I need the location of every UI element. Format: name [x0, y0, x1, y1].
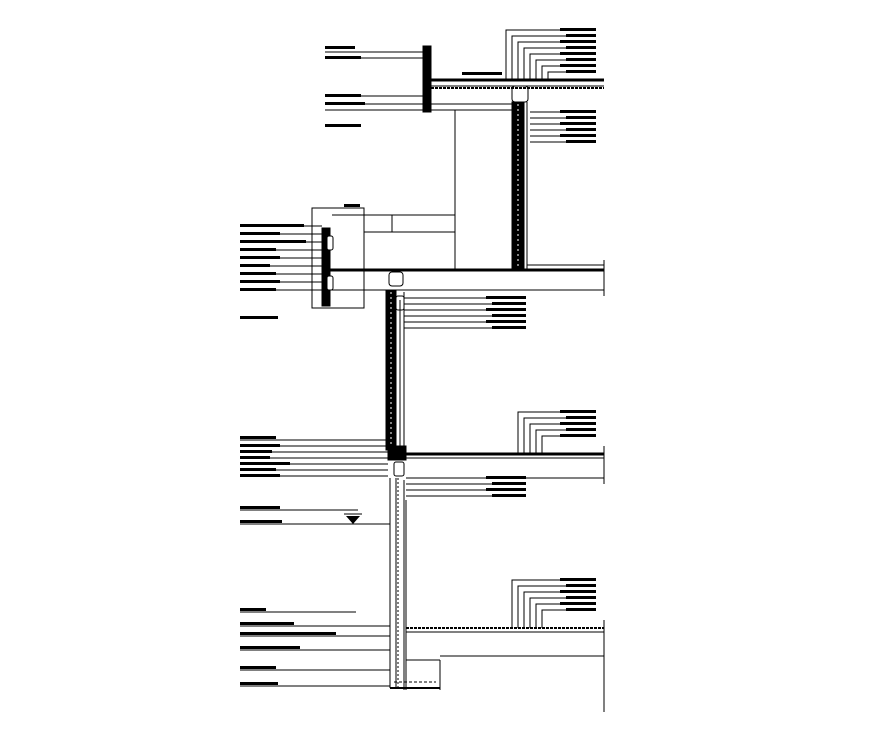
middle-wall [385, 289, 405, 451]
leader-lines-left-basement [240, 611, 390, 687]
balcony-slab-1 [311, 207, 605, 309]
basement-wall [389, 478, 441, 690]
upper-wall [454, 101, 604, 271]
leader-lines-left-top [325, 51, 423, 111]
leader-lines-left-datum [240, 509, 390, 525]
basement-slab [406, 620, 605, 712]
annotation-bars [240, 28, 596, 685]
level-datum-triangle-icon [344, 513, 362, 524]
leader-lines-right-level2-below [406, 477, 526, 497]
